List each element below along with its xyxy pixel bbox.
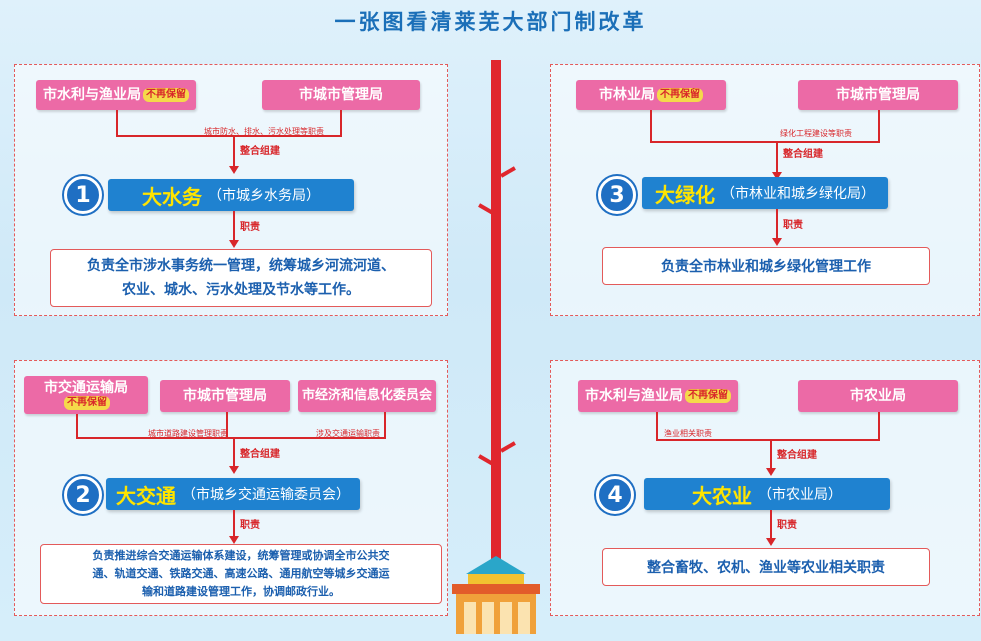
connector-line: [878, 412, 880, 440]
connector-line: [233, 211, 235, 243]
arrow-down-icon: [229, 536, 239, 544]
tree-trunk: [491, 60, 501, 570]
number-badge-2: 2: [64, 476, 102, 514]
connector-line: [233, 510, 235, 538]
connector-line: [650, 110, 652, 142]
reform-bar-greening: 大绿化 （市林业和城乡绿化局）: [642, 177, 888, 209]
tree-branch: [500, 441, 516, 453]
duty-box-water: 负责全市涉水事务统一管理，统筹城乡河流河道、 农业、城水、污水处理及节水等工作。: [50, 249, 432, 307]
duty-transfer-note: 城市防水、排水、污水处理等职责: [204, 127, 324, 136]
duty-label: 职责: [783, 220, 803, 231]
duty-box-transport: 负责推进综合交通运输体系建设，统筹管理或协调全市公共交 通、轨道交通、铁路交通、…: [40, 544, 442, 604]
source-box-urban-management: 市城市管理局: [160, 380, 290, 412]
arrow-down-icon: [772, 172, 782, 180]
source-box-transport: 市交通运输局不再保留: [24, 376, 148, 414]
tree-branch: [500, 166, 516, 178]
connector-line: [226, 412, 228, 438]
duty-label: 职责: [240, 222, 260, 233]
duty-box-greening: 负责全市林业和城乡绿化管理工作: [602, 247, 930, 285]
connector-line: [656, 439, 880, 441]
arrow-down-icon: [766, 468, 776, 476]
duty-transfer-note: 渔业相关职责: [664, 429, 712, 438]
duty-text: 输和道路建设管理工作，协调邮政行业。: [142, 585, 340, 598]
not-retained-tag: 不再保留: [143, 88, 189, 102]
duty-text: 负责全市涉水事务统一管理，统筹城乡河流河道、: [87, 258, 395, 274]
building-icon: [452, 556, 540, 634]
source-box-urban-management: 市城市管理局: [262, 80, 420, 110]
source-box-agriculture: 市农业局: [798, 380, 958, 412]
merge-label: 整合组建: [240, 449, 280, 460]
merge-label: 整合组建: [240, 146, 280, 157]
source-name: 市交通运输局: [44, 380, 128, 396]
duty-text: 通、轨道交通、铁路交通、高速公路、通用航空等城乡交通运: [92, 567, 390, 580]
agency-name: （市城乡交通运输委员会）: [182, 487, 350, 503]
arrow-down-icon: [772, 238, 782, 246]
arrow-down-icon: [229, 166, 239, 174]
connector-line: [878, 110, 880, 142]
connector-line: [233, 438, 235, 468]
merge-label: 整合组建: [783, 149, 823, 160]
agency-name: （市林业和城乡绿化局）: [721, 186, 875, 202]
connector-line: [116, 110, 118, 136]
connector-line: [776, 142, 778, 176]
duty-label: 职责: [777, 520, 797, 531]
source-box-forestry: 市林业局不再保留: [576, 80, 726, 110]
connector-line: [650, 141, 880, 143]
source-name: 市水利与渔业局: [585, 388, 683, 404]
source-box-economy-it: 市经济和信息化委员会: [298, 380, 436, 412]
arrow-down-icon: [229, 466, 239, 474]
duty-transfer-note: 绿化工程建设等职责: [780, 129, 852, 138]
reform-name: 大交通: [116, 483, 176, 508]
duty-transfer-note: 涉及交通运输职责: [316, 429, 380, 438]
merge-label: 整合组建: [777, 450, 817, 461]
agency-name: （市城乡水务局）: [208, 188, 320, 204]
duty-label: 职责: [240, 520, 260, 531]
source-name: 市水利与渔业局: [43, 87, 141, 103]
connector-line: [116, 135, 342, 137]
connector-line: [776, 209, 778, 241]
arrow-down-icon: [766, 538, 776, 546]
page-title: 一张图看清莱芜大部门制改革: [334, 10, 647, 34]
source-name: 市林业局: [599, 87, 655, 103]
not-retained-tag: 不再保留: [657, 88, 703, 102]
agency-name: （市农业局）: [758, 487, 842, 503]
connector-line: [233, 136, 235, 168]
duty-text: 农业、城水、污水处理及节水等工作。: [122, 282, 360, 298]
reform-name: 大水务: [142, 184, 202, 209]
arrow-down-icon: [229, 240, 239, 248]
number-badge-1: 1: [64, 176, 102, 214]
duty-box-agriculture: 整合畜牧、农机、渔业等农业相关职责: [602, 548, 930, 586]
reform-bar-agriculture: 大农业 （市农业局）: [644, 478, 890, 510]
connector-line: [770, 440, 772, 470]
source-box-water-fishery: 市水利与渔业局不再保留: [578, 380, 738, 412]
connector-line: [770, 510, 772, 540]
connector-line: [656, 412, 658, 440]
reform-bar-water: 大水务 （市城乡水务局）: [108, 179, 354, 211]
duty-transfer-note: 城市道路建设管理职责: [148, 429, 228, 438]
connector-line: [384, 412, 386, 438]
number-badge-4: 4: [596, 476, 634, 514]
connector-line: [76, 437, 386, 439]
number-badge-3: 3: [598, 176, 636, 214]
connector-line: [340, 110, 342, 136]
not-retained-tag: 不再保留: [685, 389, 731, 403]
source-box-water-fishery: 市水利与渔业局不再保留: [36, 80, 196, 110]
reform-name: 大农业: [692, 483, 752, 508]
reform-name: 大绿化: [655, 182, 715, 207]
connector-line: [76, 414, 78, 438]
not-retained-tag: 不再保留: [64, 396, 110, 410]
duty-text: 负责推进综合交通运输体系建设，统筹管理或协调全市公共交: [92, 549, 390, 562]
source-box-urban-management: 市城市管理局: [798, 80, 958, 110]
reform-bar-transport: 大交通 （市城乡交通运输委员会）: [106, 478, 360, 510]
